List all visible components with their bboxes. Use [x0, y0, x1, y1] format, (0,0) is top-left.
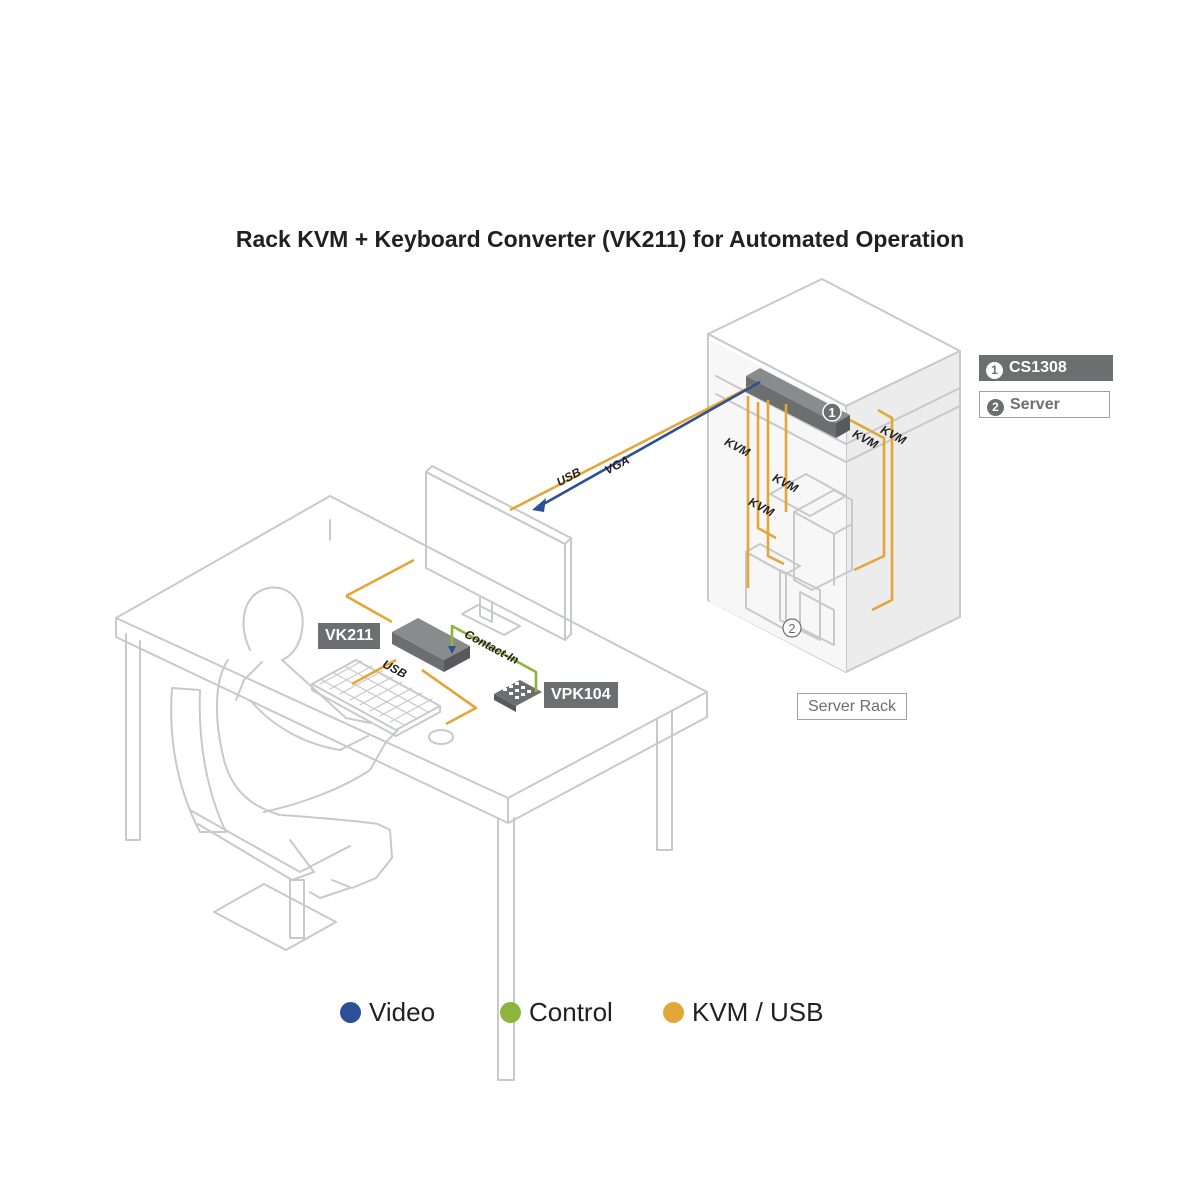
vpk104-label: VPK104: [544, 682, 618, 708]
legend-control-swatch: [500, 1002, 521, 1023]
rack-legend-number: 1: [986, 362, 1003, 379]
svg-text:1: 1: [828, 405, 835, 420]
office-chair: [170, 687, 351, 951]
legend-video: Video: [340, 997, 435, 1028]
vpk104-keypad: [494, 680, 542, 712]
rack-legend-number: 2: [987, 399, 1004, 416]
contact-in-arrowhead: [448, 646, 456, 654]
contact-in-control-cable: [450, 624, 538, 692]
vk211-label: VK211: [318, 623, 381, 649]
marker-cs1308: 1: [822, 402, 842, 422]
desk: [115, 495, 708, 1081]
server-rack-cabinet: [707, 278, 961, 673]
diagram-title: Rack KVM + Keyboard Converter (VK211) fo…: [235, 226, 965, 252]
svg-text:2: 2: [788, 621, 795, 636]
marker-server: 2: [782, 618, 802, 638]
legend-control-label: Control: [529, 997, 613, 1027]
legend-kvm-usb-swatch: [663, 1002, 684, 1023]
legend-control: Control: [500, 997, 613, 1028]
vga-arrowhead: [532, 498, 546, 512]
vga-video-cable: [539, 380, 761, 508]
rack-legend-server: 2 Server: [979, 391, 1110, 418]
legend-video-swatch: [340, 1002, 361, 1023]
rack-legend-label: CS1308: [1009, 359, 1067, 376]
server-rack-label: Server Rack: [797, 693, 908, 720]
keyboard: [311, 659, 441, 737]
rack-legend-cs1308: 1 CS1308: [979, 355, 1113, 381]
vk211-device: [392, 618, 470, 672]
legend-video-label: Video: [369, 997, 436, 1027]
monitor: [425, 465, 572, 641]
rack-legend-label: Server: [1010, 396, 1060, 413]
kvm-usb-cables: [345, 384, 894, 726]
person: [215, 586, 399, 899]
legend-kvm-usb-label: KVM / USB: [692, 997, 824, 1027]
mouse: [428, 729, 454, 745]
legend-kvm-usb: KVM / USB: [663, 997, 823, 1028]
